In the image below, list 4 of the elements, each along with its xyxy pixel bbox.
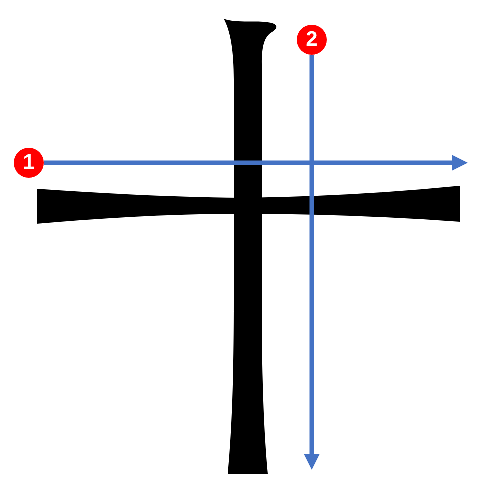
arrow [304,55,320,470]
arrow [44,155,468,171]
callout-number: 1 [14,148,44,178]
callout-number: 2 [297,25,327,55]
